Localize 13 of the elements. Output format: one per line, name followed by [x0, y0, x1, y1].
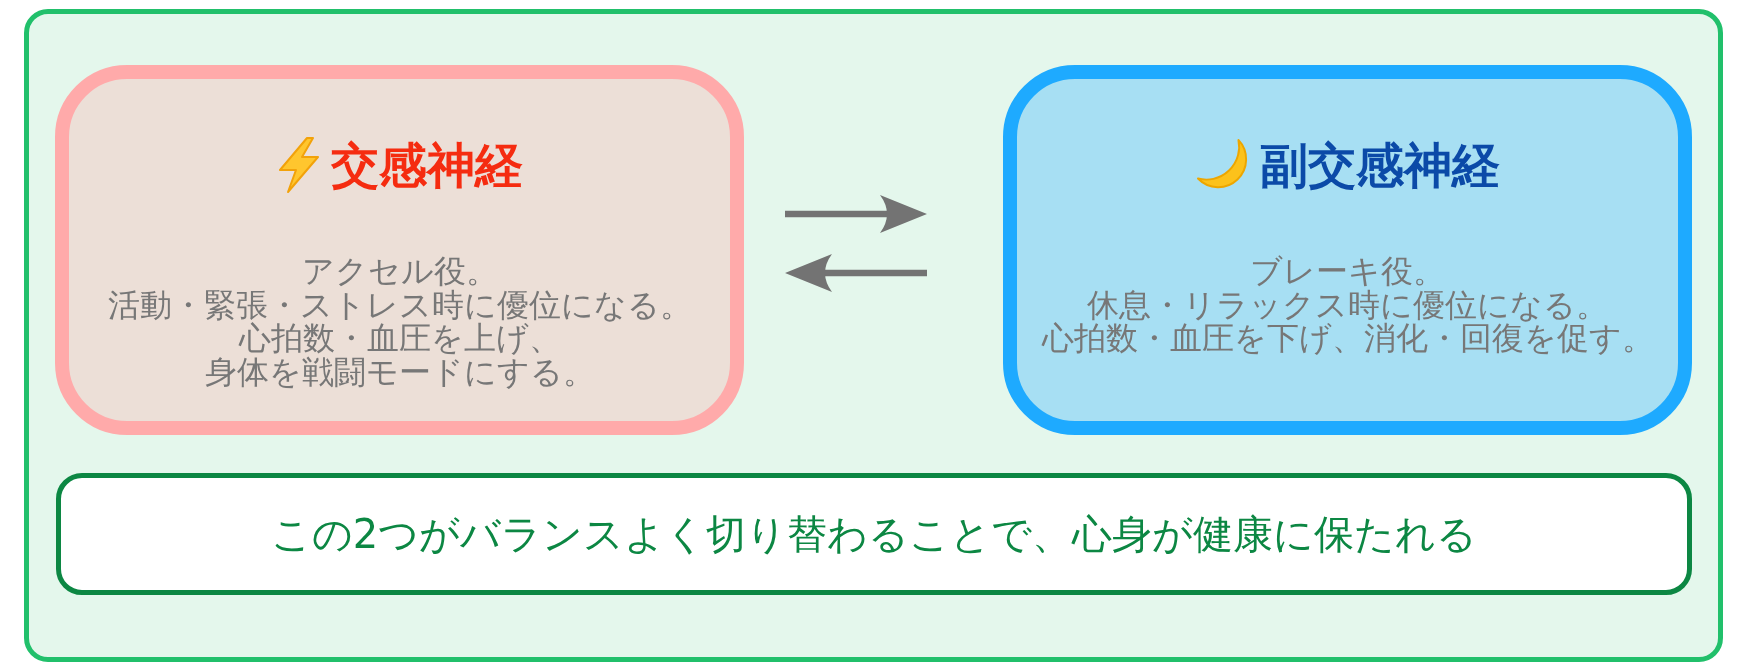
summary-text: この2つがバランスよく切り替わることで、心身が健康に保たれる: [270, 510, 1478, 558]
description-text: 心拍数・血圧を下げ、消化・回復を促す。: [1041, 322, 1654, 356]
box-title: 副交感神経: [1259, 137, 1500, 193]
description-text: ブレーキ役。: [1250, 255, 1445, 289]
description-text: 休息・リラックス時に優位になる。: [1087, 288, 1608, 322]
description-text: アクセル役。: [301, 255, 498, 289]
frame-panel: [24, 9, 1723, 662]
rounded-card: [55, 65, 744, 435]
box-title: 交感神経: [330, 137, 523, 193]
rounded-card: [1003, 65, 1692, 435]
summary-banner: [56, 473, 1692, 595]
description-text: 活動・緊張・ストレス時に優位になる。: [107, 288, 692, 322]
description-text: 身体を戦闘モードにする。: [204, 355, 595, 389]
